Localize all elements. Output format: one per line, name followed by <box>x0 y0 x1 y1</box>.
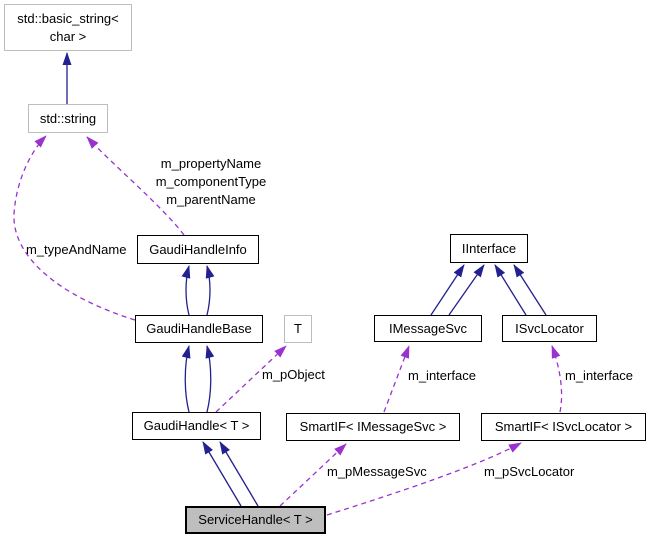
edge-label-typeandname: m_typeAndName <box>26 242 127 257</box>
usage-edge-psvclocator <box>326 442 522 516</box>
node-t: T <box>284 315 312 343</box>
inheritance-edge-service-handle-2 <box>219 441 259 507</box>
edge-label-pmessagesvc: m_pMessageSvc <box>327 464 427 479</box>
usage-edge-propertyname <box>86 136 185 236</box>
node-imessagesvc[interactable]: IMessageSvc <box>374 315 482 342</box>
node-gaudihandle-t[interactable]: GaudiHandle< T > <box>132 412 261 440</box>
edge-label-pobject: m_pObject <box>262 367 325 382</box>
node-smartif-imessagesvc[interactable]: SmartIF< IMessageSvc > <box>286 413 460 441</box>
node-std-string: std::string <box>28 104 108 133</box>
inheritance-edge-base-info-2 <box>205 265 215 316</box>
inheritance-edge-msgsvc-iinterface-2 <box>448 264 485 316</box>
node-iinterface[interactable]: IInterface <box>450 234 528 263</box>
inheritance-edge-base-info-1 <box>181 265 191 316</box>
node-servicehandle-t: ServiceHandle< T > <box>185 506 326 534</box>
inheritance-edge-service-handle-1 <box>202 441 242 507</box>
inheritance-edge-svcloc-iinterface-1 <box>494 264 527 316</box>
edge-label-psvclocator: m_pSvcLocator <box>484 464 575 479</box>
edge-label-interface-right: m_interface <box>565 368 633 383</box>
node-gaudihandleinfo[interactable]: GaudiHandleInfo <box>137 235 259 264</box>
usage-edge-interface-right <box>551 345 563 413</box>
node-isvclocator[interactable]: ISvcLocator <box>502 315 597 342</box>
node-std-basic-string: std::basic_string< char > <box>4 4 132 51</box>
node-gaudihandlebase[interactable]: GaudiHandleBase <box>135 315 263 343</box>
usage-edge-interface-left <box>383 345 410 413</box>
edge-label-interface-left: m_interface <box>408 368 476 383</box>
node-smartif-isvclocator[interactable]: SmartIF< ISvcLocator > <box>481 413 646 441</box>
inheritance-edge-handle-base-2 <box>205 345 215 413</box>
inheritance-edge-handle-base-1 <box>181 345 191 413</box>
usage-edge-typeandname <box>13 135 136 321</box>
usage-edge-pobject <box>215 345 287 413</box>
inheritance-edge-msgsvc-iinterface-1 <box>430 264 465 316</box>
usage-edge-pmessagesvc <box>279 443 347 507</box>
inheritance-edge-svcloc-iinterface-2 <box>513 264 547 316</box>
edge-label-propertyname-block: m_propertyName m_componentType m_parentN… <box>155 156 267 207</box>
